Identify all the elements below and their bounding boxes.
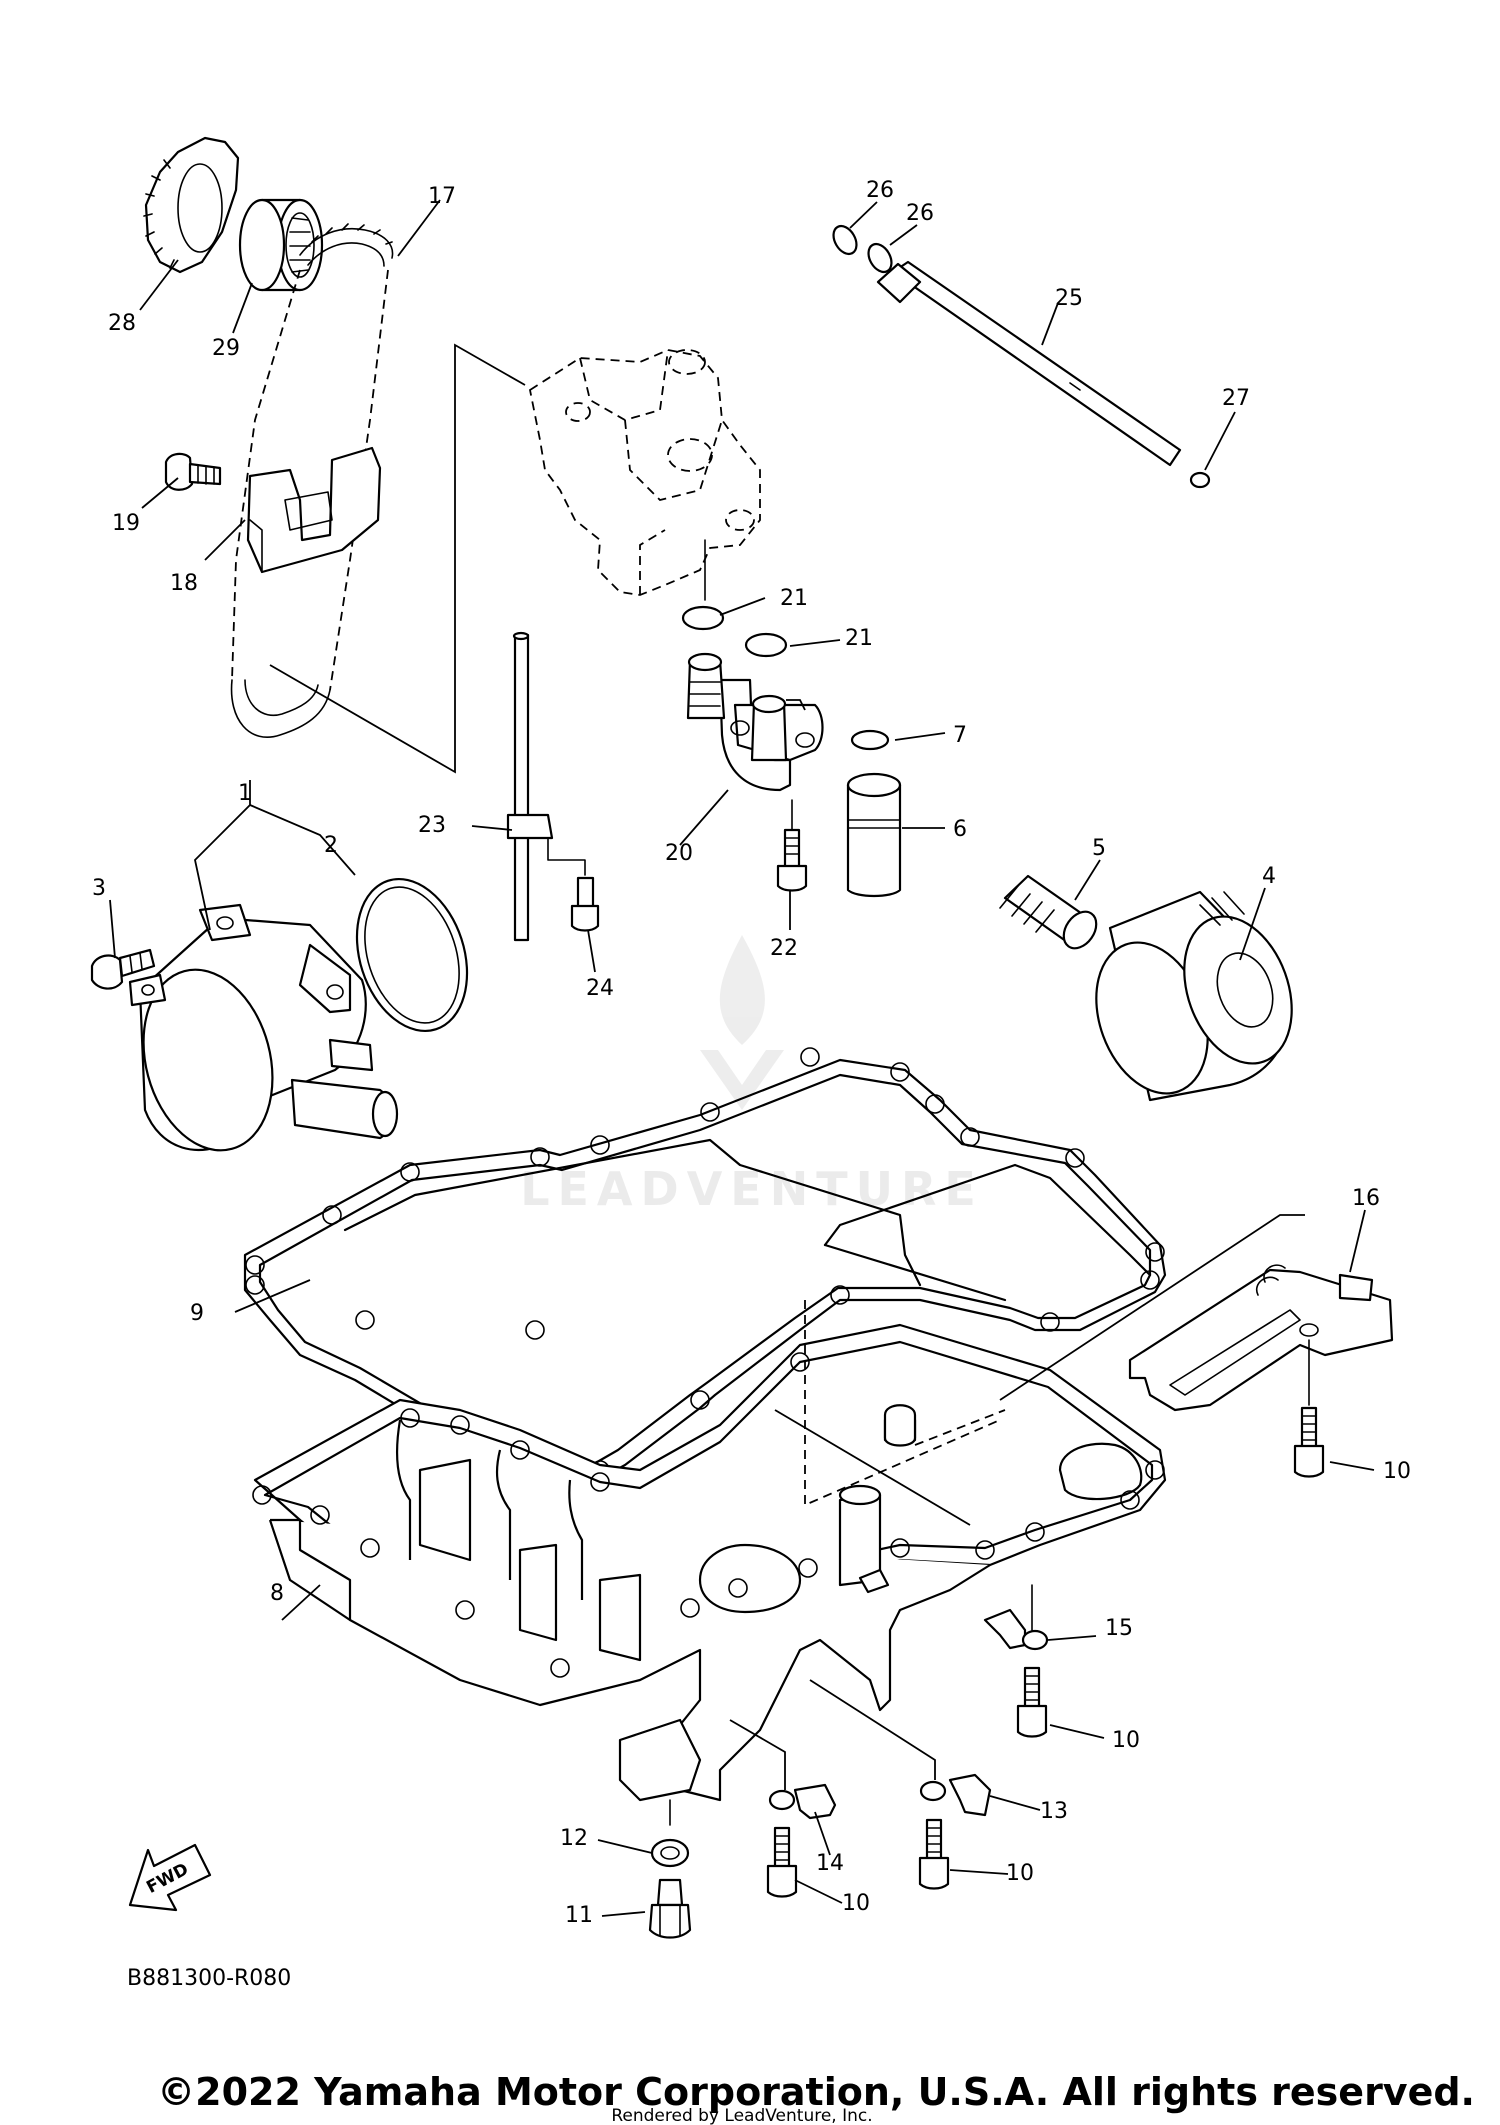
part-10-bolt-c [766, 1826, 798, 1898]
callout-8: 8 [270, 1581, 284, 1606]
part-21-o-ring-upper [681, 605, 725, 631]
diagram-code: B881300-R080 [127, 1966, 291, 1991]
part-5-union-bolt [999, 874, 1098, 950]
callout-6: 6 [953, 817, 967, 842]
callout-10c: 10 [1006, 1861, 1034, 1886]
callouts: 1 2 3 4 5 6 7 8 9 10 10 10 10 11 12 13 1… [92, 178, 1411, 1928]
part-16-hose-bracket [1128, 1264, 1394, 1412]
fwd-arrow-icon: FWD [128, 1843, 212, 1912]
callout-29: 29 [212, 336, 240, 361]
leader-pan-dashed-2 [914, 1409, 1006, 1446]
callout-10d: 10 [842, 1891, 870, 1916]
part-7-o-ring [850, 729, 890, 751]
callout-4: 4 [1262, 864, 1276, 889]
part-1-oil-cooler-assembly [128, 903, 399, 1152]
part-13-clamp [919, 1773, 992, 1817]
callout-3: 3 [92, 876, 106, 901]
pan-plug-detail [883, 1404, 917, 1447]
callout-18: 18 [170, 571, 198, 596]
part-3-bolt [90, 948, 156, 990]
callout-16: 16 [1352, 1186, 1380, 1211]
callout-24: 24 [586, 976, 614, 1001]
part-20-oil-pipe [686, 652, 824, 792]
leader-gasket-to-bracket [999, 1214, 1305, 1401]
callout-10a: 10 [1383, 1459, 1411, 1484]
callout-27: 27 [1222, 386, 1250, 411]
part-18-chain-guide [246, 446, 382, 574]
callout-26b: 26 [906, 201, 934, 226]
part-23-oil-level-tube [506, 631, 586, 942]
callout-20: 20 [665, 841, 693, 866]
part-10-bolt-a [1293, 1406, 1325, 1478]
callout-19: 19 [112, 511, 140, 536]
callout-12: 12 [560, 1826, 588, 1851]
copyright-notice: ©2022 Yamaha Motor Corporation, U.S.A. A… [157, 2070, 1475, 2114]
oil-pump-assembly-outline [528, 349, 761, 601]
callout-22: 22 [770, 936, 798, 961]
rendered-by-notice: Rendered by LeadVenture, Inc. [611, 2106, 872, 2125]
callout-10b: 10 [1112, 1728, 1140, 1753]
part-12-gasket [650, 1838, 690, 1868]
part-21-o-ring-lower [744, 632, 788, 658]
callout-2: 2 [324, 833, 338, 858]
callout-17: 17 [428, 184, 456, 209]
part-24-bolt [570, 876, 600, 932]
watermark-text: LEADVENTURE [520, 1162, 984, 1216]
part-25-oil-pump-drive-shaft [876, 260, 1182, 467]
part-22-bolt [776, 799, 808, 892]
part-15-clamp [983, 1608, 1049, 1651]
callout-21a: 21 [780, 586, 808, 611]
callout-7: 7 [953, 723, 967, 748]
callout-leaders [109, 199, 1375, 1917]
leadventure-watermark: LEADVENTURE [520, 935, 984, 1216]
part-11-drain-bolt [648, 1878, 692, 1939]
part-10-bolt-d [918, 1818, 950, 1890]
part-27-o-ring [1189, 471, 1211, 489]
callout-26a: 26 [866, 178, 894, 203]
callout-9: 9 [190, 1301, 204, 1326]
callout-25: 25 [1055, 286, 1083, 311]
callout-15: 15 [1105, 1616, 1133, 1641]
part-10-bolt-b [1016, 1666, 1048, 1738]
leader-pan-to-14 [729, 1719, 786, 1790]
leader-chain-to-pump [269, 343, 526, 774]
watermark-v-icon [700, 1050, 784, 1110]
part-17-oil-pump-drive-chain [230, 223, 394, 738]
part-28-oil-pump-drive-sprocket [143, 136, 240, 274]
part-19-bolt [164, 452, 222, 491]
watermark-flame-icon [719, 935, 765, 1045]
callout-1: 1 [238, 781, 252, 806]
callout-5: 5 [1092, 836, 1106, 861]
part-29-needle-bearing [238, 198, 324, 292]
callout-21b: 21 [845, 626, 873, 651]
leader-pan-to-bracket [774, 1409, 971, 1526]
callout-14: 14 [816, 1851, 844, 1876]
part-14-clamp [768, 1783, 837, 1820]
callout-13: 13 [1040, 1799, 1068, 1824]
part-26-o-ring-left [832, 224, 858, 256]
part-4-oil-filter-cartridge [1095, 890, 1293, 1102]
part-8-oil-pan [252, 1323, 1167, 1802]
leader-pan-dashed-1 [804, 1300, 1001, 1507]
part-26-o-ring-right [867, 242, 893, 274]
callout-23: 23 [418, 813, 446, 838]
callout-28: 28 [108, 311, 136, 336]
callout-11: 11 [565, 1903, 593, 1928]
leader-pan-to-13 [809, 1679, 936, 1780]
part-6-relief-valve [846, 772, 902, 898]
part-2-o-ring [355, 877, 469, 1033]
